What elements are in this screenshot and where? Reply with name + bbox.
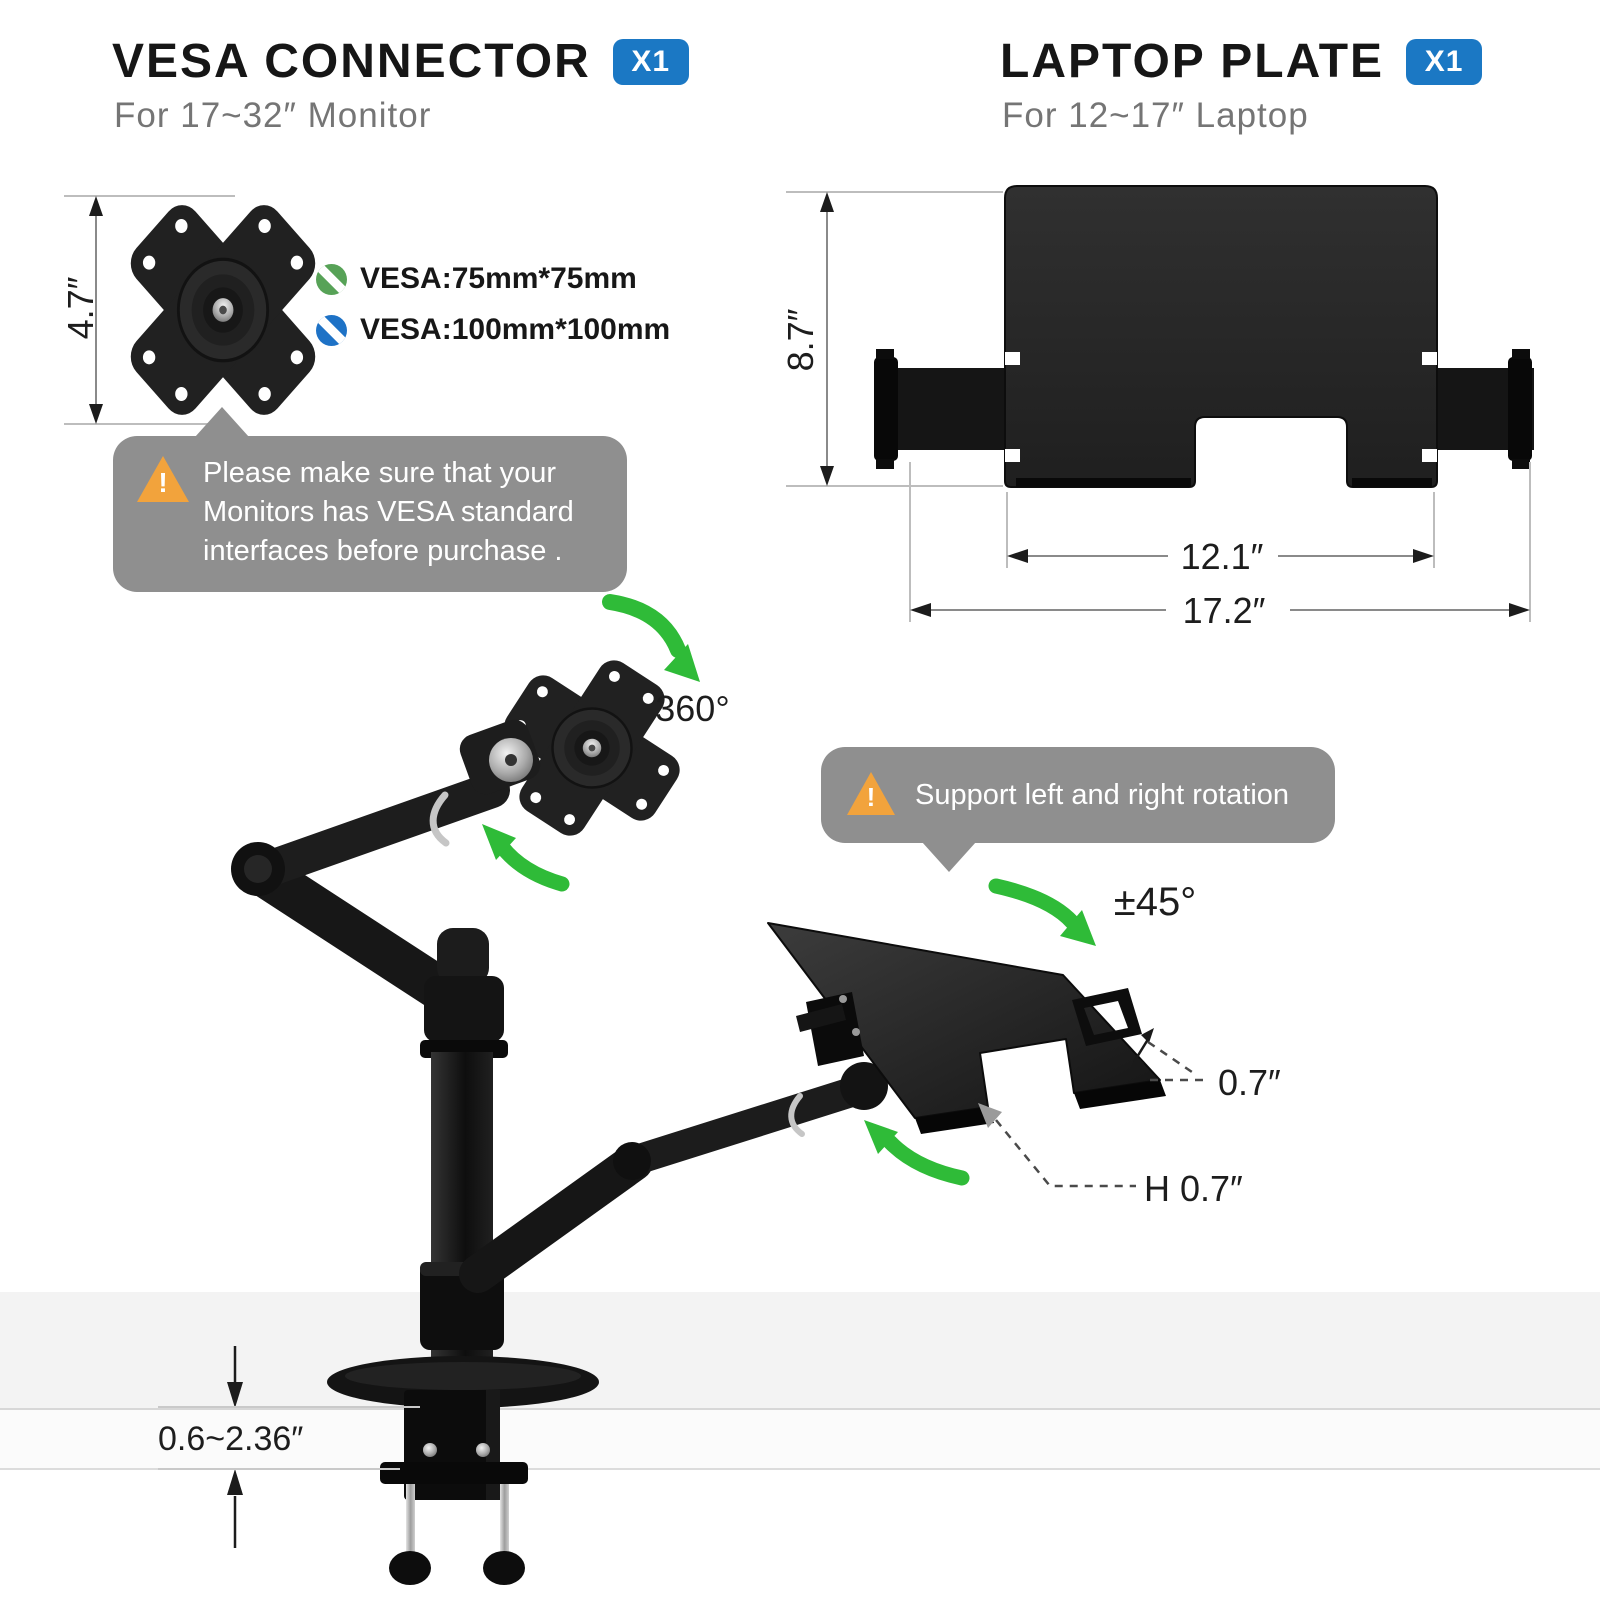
rotation-360-label: 360° [655,688,730,729]
dim-label-plate-height: 8.7″ [780,308,821,372]
callout-pointer [195,407,249,437]
rotation-arrows [482,594,1096,1186]
vesa-qty-badge: X1 [612,38,689,85]
vesa-section-header: VESA CONNECTOR X1 [112,34,689,89]
leader-lines [158,1028,1210,1548]
monitor-arm-assembly [231,624,1166,1585]
clamp-range-label: 0.6~2.36″ [158,1420,304,1458]
vesa-spec-100: VESA:100mm*100mm [316,313,670,347]
laptop-qty-badge: X1 [1406,38,1483,85]
arrow-45-ccw [882,1134,970,1186]
vesa-spec-75: VESA:75mm*75mm [316,262,670,296]
blue-dot-icon [316,314,347,346]
vesa-title: VESA CONNECTOR [112,35,591,88]
lip-height-label: H 0.7″ [1144,1168,1243,1209]
vesa-subtitle: For 17~32″ Monitor [114,96,432,135]
vesa-spec-list: VESA:75mm*75mm VESA:100mm*100mm [316,262,670,347]
tray-right-clip [1072,988,1142,1046]
lip-depth-label: 0.7″ [1218,1062,1281,1103]
warning-icon: ! [137,456,189,502]
swivel-45-label: ±45° [1113,880,1197,924]
laptop-section-header: LAPTOP PLATE X1 [1000,34,1483,89]
dim-label-vesa-height: 4.7″ [60,276,101,340]
green-dot-icon [316,263,347,295]
laptop-title: LAPTOP PLATE [1000,35,1385,88]
callout-pointer [922,842,976,872]
dim-label-inner-width: 12.1″ [1180,536,1264,577]
warning-icon: ! [847,772,895,815]
desk-surface [0,1408,1600,1470]
dim-label-outer-width: 17.2″ [1182,590,1266,631]
vesa-warning-callout: ! Please make sure that your Monitors ha… [113,407,627,592]
arrow-45-cw [988,878,1080,930]
arrow-360-cw [602,594,686,658]
rotation-callout: ! Support left and right rotation [821,747,1335,872]
laptop-plate-diagram [786,185,1534,622]
laptop-subtitle: For 12~17″ Laptop [1002,96,1309,135]
arrow-360-ccw [492,836,570,892]
vesa-warning-text: Please make sure that your Monitors has … [203,457,574,567]
rotation-callout-text: Support left and right rotation [915,779,1290,811]
